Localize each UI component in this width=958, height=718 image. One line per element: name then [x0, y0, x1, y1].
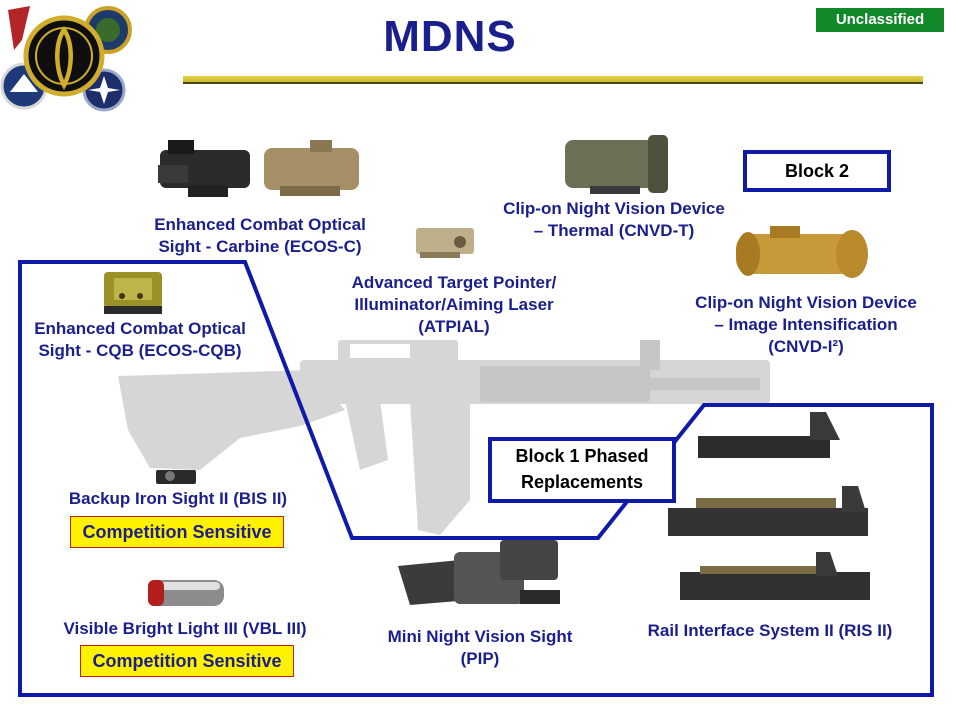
atpial-caption: Advanced Target Pointer/ Illuminator/Aim… — [320, 272, 588, 338]
block1-label: Block 1 Phased Replacements — [488, 437, 676, 503]
ecos-c-line1: Enhanced Combat Optical — [154, 215, 366, 234]
ris-image — [668, 412, 870, 600]
bis-competition-badge: Competition Sensitive — [70, 516, 284, 548]
bis-image — [156, 470, 196, 484]
ecos-cqb-line1: Enhanced Combat Optical — [34, 319, 246, 338]
atpial-line2: Illuminator/Aiming Laser — [354, 295, 554, 314]
pip-line2: (PIP) — [460, 649, 500, 668]
cnvd-t-line2: – Thermal (CNVD-T) — [533, 221, 695, 240]
pip-caption: Mini Night Vision Sight (PIP) — [362, 626, 598, 670]
title-underline — [183, 76, 923, 84]
page-title: MDNS — [383, 12, 517, 61]
classification-badge: Unclassified — [816, 8, 944, 32]
block1-outline — [18, 260, 934, 697]
cnvd-i2-line3: (CNVD-I²) — [768, 337, 844, 356]
atpial-image — [416, 228, 474, 258]
block1-label-line2: Replacements — [520, 472, 644, 492]
ecos-c-caption: Enhanced Combat Optical Sight - Carbine … — [130, 214, 390, 258]
ecos-c-line2: Sight - Carbine (ECOS-C) — [158, 237, 362, 256]
vbl-competition-badge: Competition Sensitive — [80, 645, 294, 677]
cnvd-i2-line1: Clip-on Night Vision Device — [695, 293, 917, 312]
carbine-silhouette — [118, 340, 770, 535]
block2-label: Block 2 — [743, 150, 891, 192]
atpial-line3: (ATPIAL) — [418, 317, 490, 336]
ecos-c-image — [158, 140, 359, 197]
cnvd-t-image — [565, 135, 668, 194]
vbl-image — [148, 580, 224, 606]
cnvd-t-caption: Clip-on Night Vision Device – Thermal (C… — [478, 198, 750, 242]
ecos-cqb-image — [104, 272, 162, 314]
atpial-line1: Advanced Target Pointer/ — [351, 273, 557, 292]
ris-caption: Rail Interface System II (RIS II) — [647, 621, 893, 640]
bis-caption: Backup Iron Sight II (BIS II) — [68, 489, 288, 508]
pip-line1: Mini Night Vision Sight — [387, 627, 573, 646]
ecos-cqb-line2: Sight - CQB (ECOS-CQB) — [38, 341, 242, 360]
cnvd-i2-caption: Clip-on Night Vision Device – Image Inte… — [670, 292, 942, 358]
cnvd-t-line1: Clip-on Night Vision Device — [503, 199, 725, 218]
vbl-caption: Visible Bright Light III (VBL III) — [63, 619, 307, 638]
cnvd-i2-image — [736, 226, 868, 278]
cnvd-i2-line2: – Image Intensification — [714, 315, 898, 334]
seal-logos — [0, 6, 132, 112]
ecos-cqb-caption: Enhanced Combat Optical Sight - CQB (ECO… — [16, 318, 264, 362]
block1-label-line1: Block 1 Phased — [515, 446, 649, 466]
pip-image — [398, 540, 560, 605]
